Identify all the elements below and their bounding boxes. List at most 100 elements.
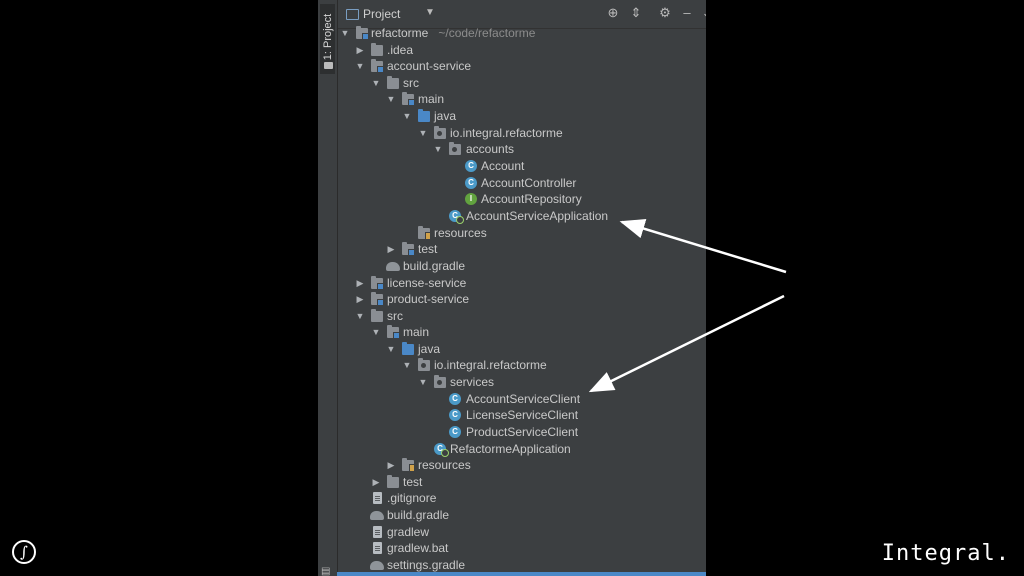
tree-row[interactable]: C AccountServiceApplication xyxy=(338,208,706,225)
interface-icon: I xyxy=(465,193,477,205)
expanded-arrow-icon[interactable]: ▼ xyxy=(386,344,396,354)
chevron-down-icon[interactable]: ▼ xyxy=(425,7,435,18)
expanded-arrow-icon[interactable]: ▼ xyxy=(402,111,412,121)
minimize-icon[interactable]: – xyxy=(683,5,691,20)
tree-row[interactable]: C LicenseServiceClient xyxy=(338,407,706,424)
collapsed-arrow-icon[interactable]: ▶ xyxy=(356,278,364,288)
tree-row[interactable]: build.gradle xyxy=(338,507,706,524)
tree-row[interactable]: C Account xyxy=(338,158,706,175)
project-view-icon xyxy=(346,9,359,20)
tree-item-label: test xyxy=(403,475,423,489)
structure-icon[interactable]: ▤ xyxy=(321,566,331,576)
tree-row[interactable]: ▼ src xyxy=(338,308,706,325)
tree-row[interactable]: ▼ services xyxy=(338,374,706,391)
gradle-elephant-icon xyxy=(386,262,400,271)
tree-item-label: io.integral.refactorme xyxy=(434,358,547,372)
tree-row[interactable]: ▶ .idea xyxy=(338,42,706,59)
class-icon: C xyxy=(465,177,477,189)
module-folder-icon xyxy=(371,59,384,73)
tree-row[interactable]: ▼ src xyxy=(338,75,706,92)
tree-row[interactable]: ▼ main xyxy=(338,324,706,341)
tree-item-label: .idea xyxy=(387,43,414,57)
tree-item-label: product-service xyxy=(387,292,470,306)
module-folder-icon xyxy=(356,26,369,40)
tree-row[interactable]: settings.gradle xyxy=(338,557,706,574)
tree-row[interactable]: gradlew.bat xyxy=(338,540,706,557)
expanded-arrow-icon[interactable]: ▼ xyxy=(371,78,381,88)
expanded-arrow-icon[interactable]: ▼ xyxy=(433,144,443,154)
tree-row[interactable]: ▼ accounts xyxy=(338,141,706,158)
module-folder-icon xyxy=(371,276,384,290)
class-icon: C xyxy=(449,409,461,421)
project-side-tab[interactable]: 1: Project xyxy=(320,4,335,74)
tree-row[interactable]: ▼ refactorme~/code/refactorme xyxy=(338,25,706,42)
tree-item-label: account-service xyxy=(387,59,472,73)
gradle-elephant-icon xyxy=(370,561,384,570)
package-icon xyxy=(434,375,446,388)
collapsed-arrow-icon[interactable]: ▶ xyxy=(356,294,364,304)
tree-row[interactable]: ▶ product-service xyxy=(338,291,706,308)
expanded-arrow-icon[interactable]: ▼ xyxy=(386,94,396,104)
expanded-arrow-icon[interactable]: ▼ xyxy=(418,128,428,138)
project-panel-header: Project ▼ ⊕ ⇕ ⚙ – ⌄ xyxy=(338,0,706,29)
project-tool-window: 1: Project ▤ Project ▼ ⊕ ⇕ ⚙ – ⌄ ▼ refac… xyxy=(318,0,706,576)
tree-item-label: ProductServiceClient xyxy=(466,425,579,439)
integral-sign-icon: ∫ xyxy=(20,543,28,561)
tree-row[interactable]: ▶ license-service xyxy=(338,275,706,292)
tree-row[interactable]: C AccountController xyxy=(338,175,706,192)
tree-row[interactable]: C AccountServiceClient xyxy=(338,391,706,408)
source-folder-icon xyxy=(402,342,414,355)
tree-row[interactable]: gradlew xyxy=(338,524,706,541)
expanded-arrow-icon[interactable]: ▼ xyxy=(340,28,350,38)
collapsed-arrow-icon[interactable]: ▶ xyxy=(387,460,395,470)
tree-row[interactable]: ▶ resources xyxy=(338,457,706,474)
expanded-arrow-icon[interactable]: ▼ xyxy=(355,61,365,71)
tree-row[interactable]: .gitignore xyxy=(338,490,706,507)
folder-icon xyxy=(387,475,399,488)
text-file-icon xyxy=(373,542,382,554)
locate-icon[interactable]: ⊕ xyxy=(607,5,619,20)
tree-row[interactable]: resources xyxy=(338,225,706,242)
expanded-arrow-icon[interactable]: ▼ xyxy=(371,327,381,337)
tree-item-label: resources xyxy=(418,458,471,472)
collapse-all-icon[interactable]: ⇕ xyxy=(630,5,642,20)
tool-window-strip: 1: Project ▤ xyxy=(318,0,338,576)
expanded-arrow-icon[interactable]: ▼ xyxy=(355,311,365,321)
tree-item-label: AccountServiceClient xyxy=(466,392,581,406)
tree-item-label: Account xyxy=(481,159,525,173)
spring-app-class-icon: C xyxy=(449,210,464,224)
tree-item-label: src xyxy=(387,309,403,323)
tree-item-label: accounts xyxy=(466,142,515,156)
tree-item-label: gradlew xyxy=(387,525,430,539)
integral-logo: ∫ xyxy=(12,540,36,564)
tree-row[interactable]: I AccountRepository xyxy=(338,191,706,208)
module-folder-icon xyxy=(371,292,384,306)
text-file-icon xyxy=(373,492,382,504)
tree-row[interactable]: ▼ account-service xyxy=(338,58,706,75)
tree-row[interactable]: ▶ test xyxy=(338,474,706,491)
tree-row[interactable]: ▼ io.integral.refactorme xyxy=(338,125,706,142)
tree-row[interactable]: build.gradle xyxy=(338,258,706,275)
expanded-arrow-icon[interactable]: ▼ xyxy=(418,377,428,387)
folder-icon xyxy=(371,43,383,56)
tree-row[interactable]: ▼ io.integral.refactorme xyxy=(338,357,706,374)
collapsed-arrow-icon[interactable]: ▶ xyxy=(356,45,364,55)
collapsed-arrow-icon[interactable]: ▶ xyxy=(372,477,380,487)
tree-row[interactable]: C RefactormeApplication xyxy=(338,441,706,458)
tree-row[interactable]: ▼ java xyxy=(338,341,706,358)
more-icon[interactable]: ⌄ xyxy=(699,5,706,21)
tree-row[interactable]: ▼ main xyxy=(338,91,706,108)
project-view-selector[interactable]: Project xyxy=(363,7,401,21)
source-folder-icon xyxy=(418,109,430,122)
tree-row[interactable]: C ProductServiceClient xyxy=(338,424,706,441)
source-root-folder-icon xyxy=(402,92,415,106)
tree-row[interactable]: ▼ java xyxy=(338,108,706,125)
gear-icon[interactable]: ⚙ xyxy=(659,5,671,20)
tree-item-label: build.gradle xyxy=(403,259,466,273)
collapsed-arrow-icon[interactable]: ▶ xyxy=(387,244,395,254)
tree-item-label: license-service xyxy=(387,276,467,290)
tree-row[interactable]: ▶ test xyxy=(338,241,706,258)
class-icon: C xyxy=(465,160,477,172)
expanded-arrow-icon[interactable]: ▼ xyxy=(402,360,412,370)
